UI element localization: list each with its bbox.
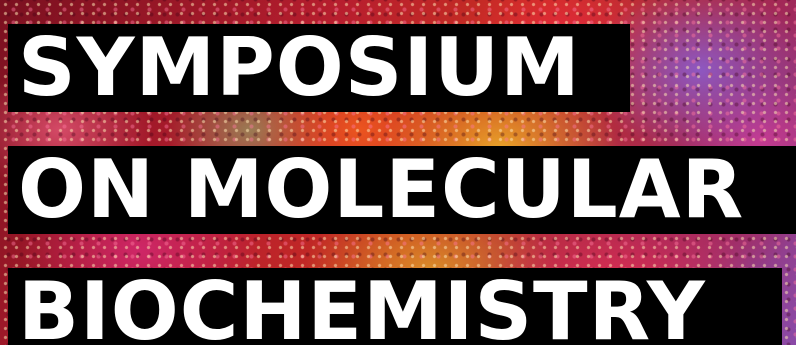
title-line-biochemistry: BIOCHEMISTRY [8,268,782,345]
title-line-on-molecular: ON MOLECULAR [8,146,796,234]
title-line-symposium: SYMPOSIUM [8,24,630,112]
